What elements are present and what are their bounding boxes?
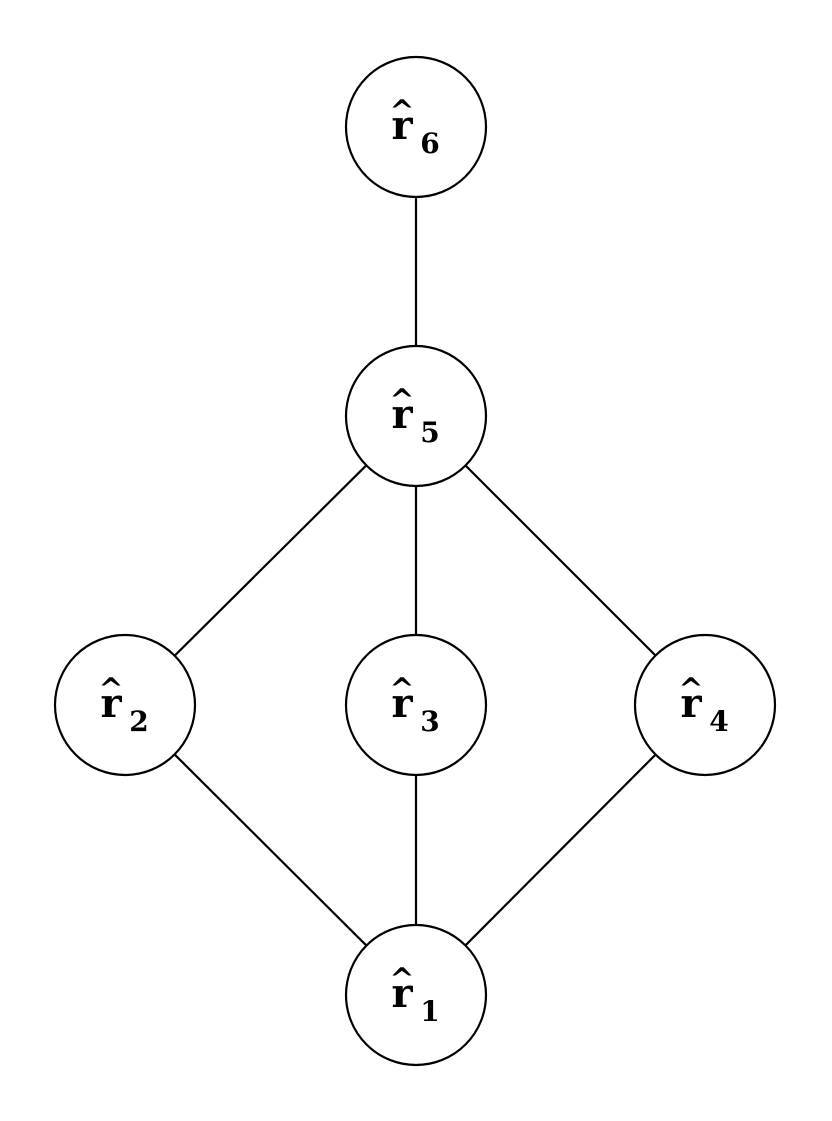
node-label-subscript: 3 — [420, 705, 439, 738]
node-label-hat: ^ — [389, 672, 414, 707]
node-label-hat: ^ — [678, 672, 703, 707]
node-label-base: r — [391, 391, 413, 438]
node-circle — [633, 633, 777, 777]
node-label-subscript: 1 — [420, 995, 439, 1028]
node-label-subscript: 5 — [420, 416, 439, 449]
node-label-hat: ^ — [98, 672, 123, 707]
edge-r5-r2 — [173, 464, 368, 657]
node-label-hat: ^ — [389, 94, 414, 129]
node-label-hat: ^ — [389, 962, 414, 997]
node-r6: r^6 — [344, 55, 488, 199]
node-label-base: r — [680, 680, 702, 727]
node-r4: r^4 — [633, 633, 777, 777]
node-circle — [344, 633, 488, 777]
edge-r5-r4 — [464, 464, 657, 657]
edges-layer — [173, 197, 657, 947]
node-r5: r^5 — [344, 344, 488, 488]
node-r1: r^1 — [344, 923, 488, 1067]
node-label-base: r — [391, 970, 413, 1017]
node-label-subscript: 4 — [709, 705, 728, 738]
node-label-hat: ^ — [389, 383, 414, 418]
node-label-base: r — [391, 680, 413, 727]
node-label-subscript: 2 — [129, 705, 148, 738]
node-label-subscript: 6 — [420, 127, 439, 160]
node-r3: r^3 — [344, 633, 488, 777]
node-circle — [344, 55, 488, 199]
node-label-base: r — [100, 680, 122, 727]
node-circle — [53, 633, 197, 777]
node-circle — [344, 923, 488, 1067]
edge-r2-r1 — [173, 753, 368, 947]
edge-r4-r1 — [464, 753, 657, 947]
node-circle — [344, 344, 488, 488]
node-label-base: r — [391, 102, 413, 149]
node-r2: r^2 — [53, 633, 197, 777]
